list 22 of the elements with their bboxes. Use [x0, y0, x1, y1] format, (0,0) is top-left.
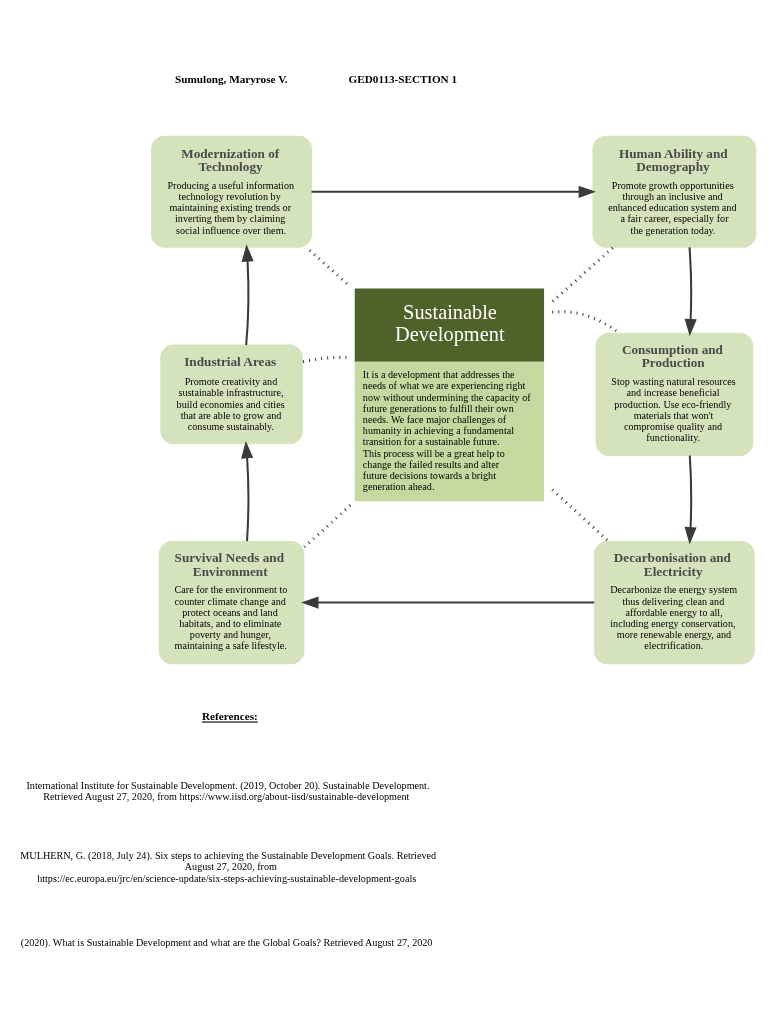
node-box: Modernization of Technology Producing a useful information technology revolution by maintaining existing trends or inverting them by claiming social influence over them.	[151, 135, 312, 248]
arrow	[301, 596, 595, 609]
arrow	[684, 455, 697, 544]
node-box: Survival Needs and Environment Care for the environment to counter climate change and protect oceans and land habitats, and to eliminate poverty and hunger, maintaining a safe lifestyle.	[158, 540, 305, 664]
label: Sumulong, Maryrose V.	[175, 72, 288, 85]
label: International Institute for Sustainable Development. (2019, October 20). Sustainable Development. Retrieved August 27, 2020, from https://www.iisd.org/about-iisd/sustainable-development	[26, 779, 430, 802]
connector	[302, 503, 352, 548]
node-box: Consumption and Production Stop wasting natural resources and increase beneficial production. Use eco-friendly materials that won't compromise quality and functionality.	[595, 332, 754, 456]
node-box: Industrial Areas Promote creativity and sustainable infrastructure, build economies and cities that are able to grow and consume sustainably.	[160, 344, 303, 444]
arrow	[241, 440, 254, 541]
arrow	[684, 246, 697, 336]
connector	[551, 488, 610, 543]
label: (2020). What is Sustainable Development and what are the Global Goals? Retrieved August 27, 2020	[20, 936, 433, 948]
node-box: Human Ability and Demography Promote growth opportunities through an inclusive and enhanced education system and a fair career, especially for the generation today.	[592, 135, 757, 248]
label: References:	[202, 709, 258, 722]
arrow	[311, 185, 596, 198]
connector	[302, 355, 347, 363]
label: MULHERN, G. (2018, July 24). Six steps to achieving the Sustainable Development Goals. Retrieved August 27, 2020, from https://ec.europa.eu/jrc/en/science-update/six-steps-achieving-sustainable-development-goals	[20, 849, 437, 884]
node-box: Decarbonisation and Electricity Decarbonize the energy system thus delivering clean and affordable energy to all, including energy conservation, more renewable energy, and electrification.	[593, 540, 755, 664]
arrow	[241, 243, 254, 345]
label: GED0113-SECTION 1	[348, 72, 458, 85]
connector	[551, 245, 615, 303]
